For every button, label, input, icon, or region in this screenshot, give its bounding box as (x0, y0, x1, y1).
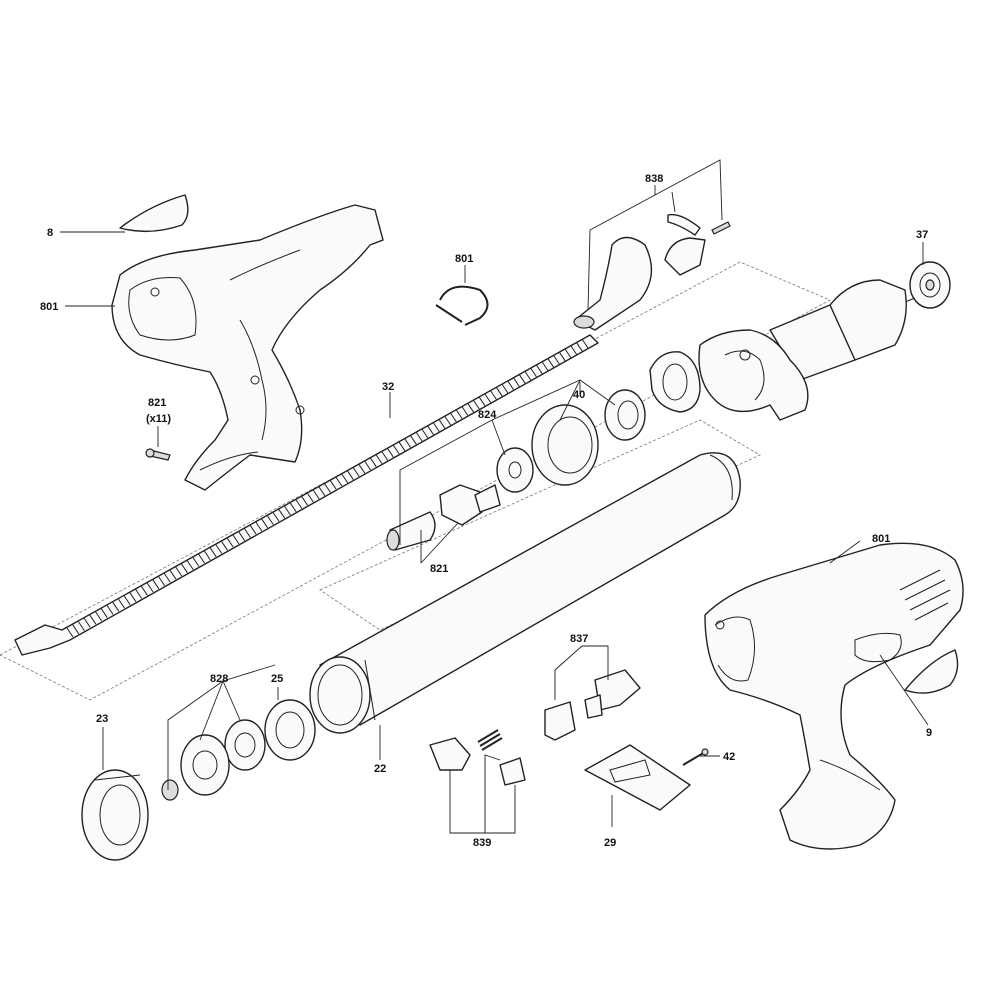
piston-disc-front (180, 734, 230, 796)
label-part-29: 29 (604, 837, 616, 849)
label-part-37: 37 (916, 229, 928, 241)
label-part-32: 32 (382, 381, 394, 393)
label-part-8: 8 (47, 227, 53, 239)
leader-lines (60, 159, 929, 834)
label-part-801-housing-right: 801 (872, 533, 890, 545)
label-plate-right (904, 649, 959, 694)
battery-contact-plate (584, 744, 691, 811)
retaining-clip (435, 285, 489, 326)
piston-disc-rear (224, 719, 266, 771)
threaded-collar (531, 404, 599, 486)
label-part-821-nut: 821 (430, 563, 448, 575)
label-part-801-clip: 801 (455, 253, 473, 265)
seal-ring (604, 389, 646, 441)
label-part-25: 25 (271, 673, 283, 685)
piston-nut (161, 779, 179, 801)
cartridge-tube (309, 452, 741, 734)
label-part-821-quantity: (x11) (146, 413, 171, 425)
label-part-821-screws: 821 (148, 397, 166, 409)
housing-screw (145, 448, 171, 461)
switch-module (544, 669, 641, 741)
label-part-23: 23 (96, 713, 108, 725)
gear-wheel (904, 261, 951, 309)
label-part-824: 824 (478, 409, 497, 421)
label-part-837: 837 (570, 633, 588, 645)
label-part-801-housing-left: 801 (40, 301, 58, 313)
flat-washer (496, 447, 534, 493)
trigger-assembly (573, 213, 731, 331)
hex-nut-with-spindle (439, 484, 501, 526)
label-part-42: 42 (723, 751, 735, 763)
housing-half-left (111, 204, 384, 491)
label-part-828: 828 (210, 673, 228, 685)
label-plate-left (119, 194, 189, 233)
motor-gearbox-assembly (649, 279, 907, 421)
housing-half-right (704, 542, 964, 850)
plunger-sleeve (386, 511, 436, 551)
end-cap-nut (81, 769, 149, 861)
label-part-9: 9 (926, 727, 932, 739)
label-part-839: 839 (473, 837, 491, 849)
threaded-rod (14, 334, 599, 656)
lock-button-spring (429, 729, 526, 786)
label-part-838: 838 (645, 173, 663, 185)
assembly-plane-rear (0, 261, 831, 701)
label-part-40: 40 (573, 389, 585, 401)
label-part-22: 22 (374, 763, 386, 775)
cap-ring (264, 699, 316, 761)
small-screw (682, 748, 709, 766)
